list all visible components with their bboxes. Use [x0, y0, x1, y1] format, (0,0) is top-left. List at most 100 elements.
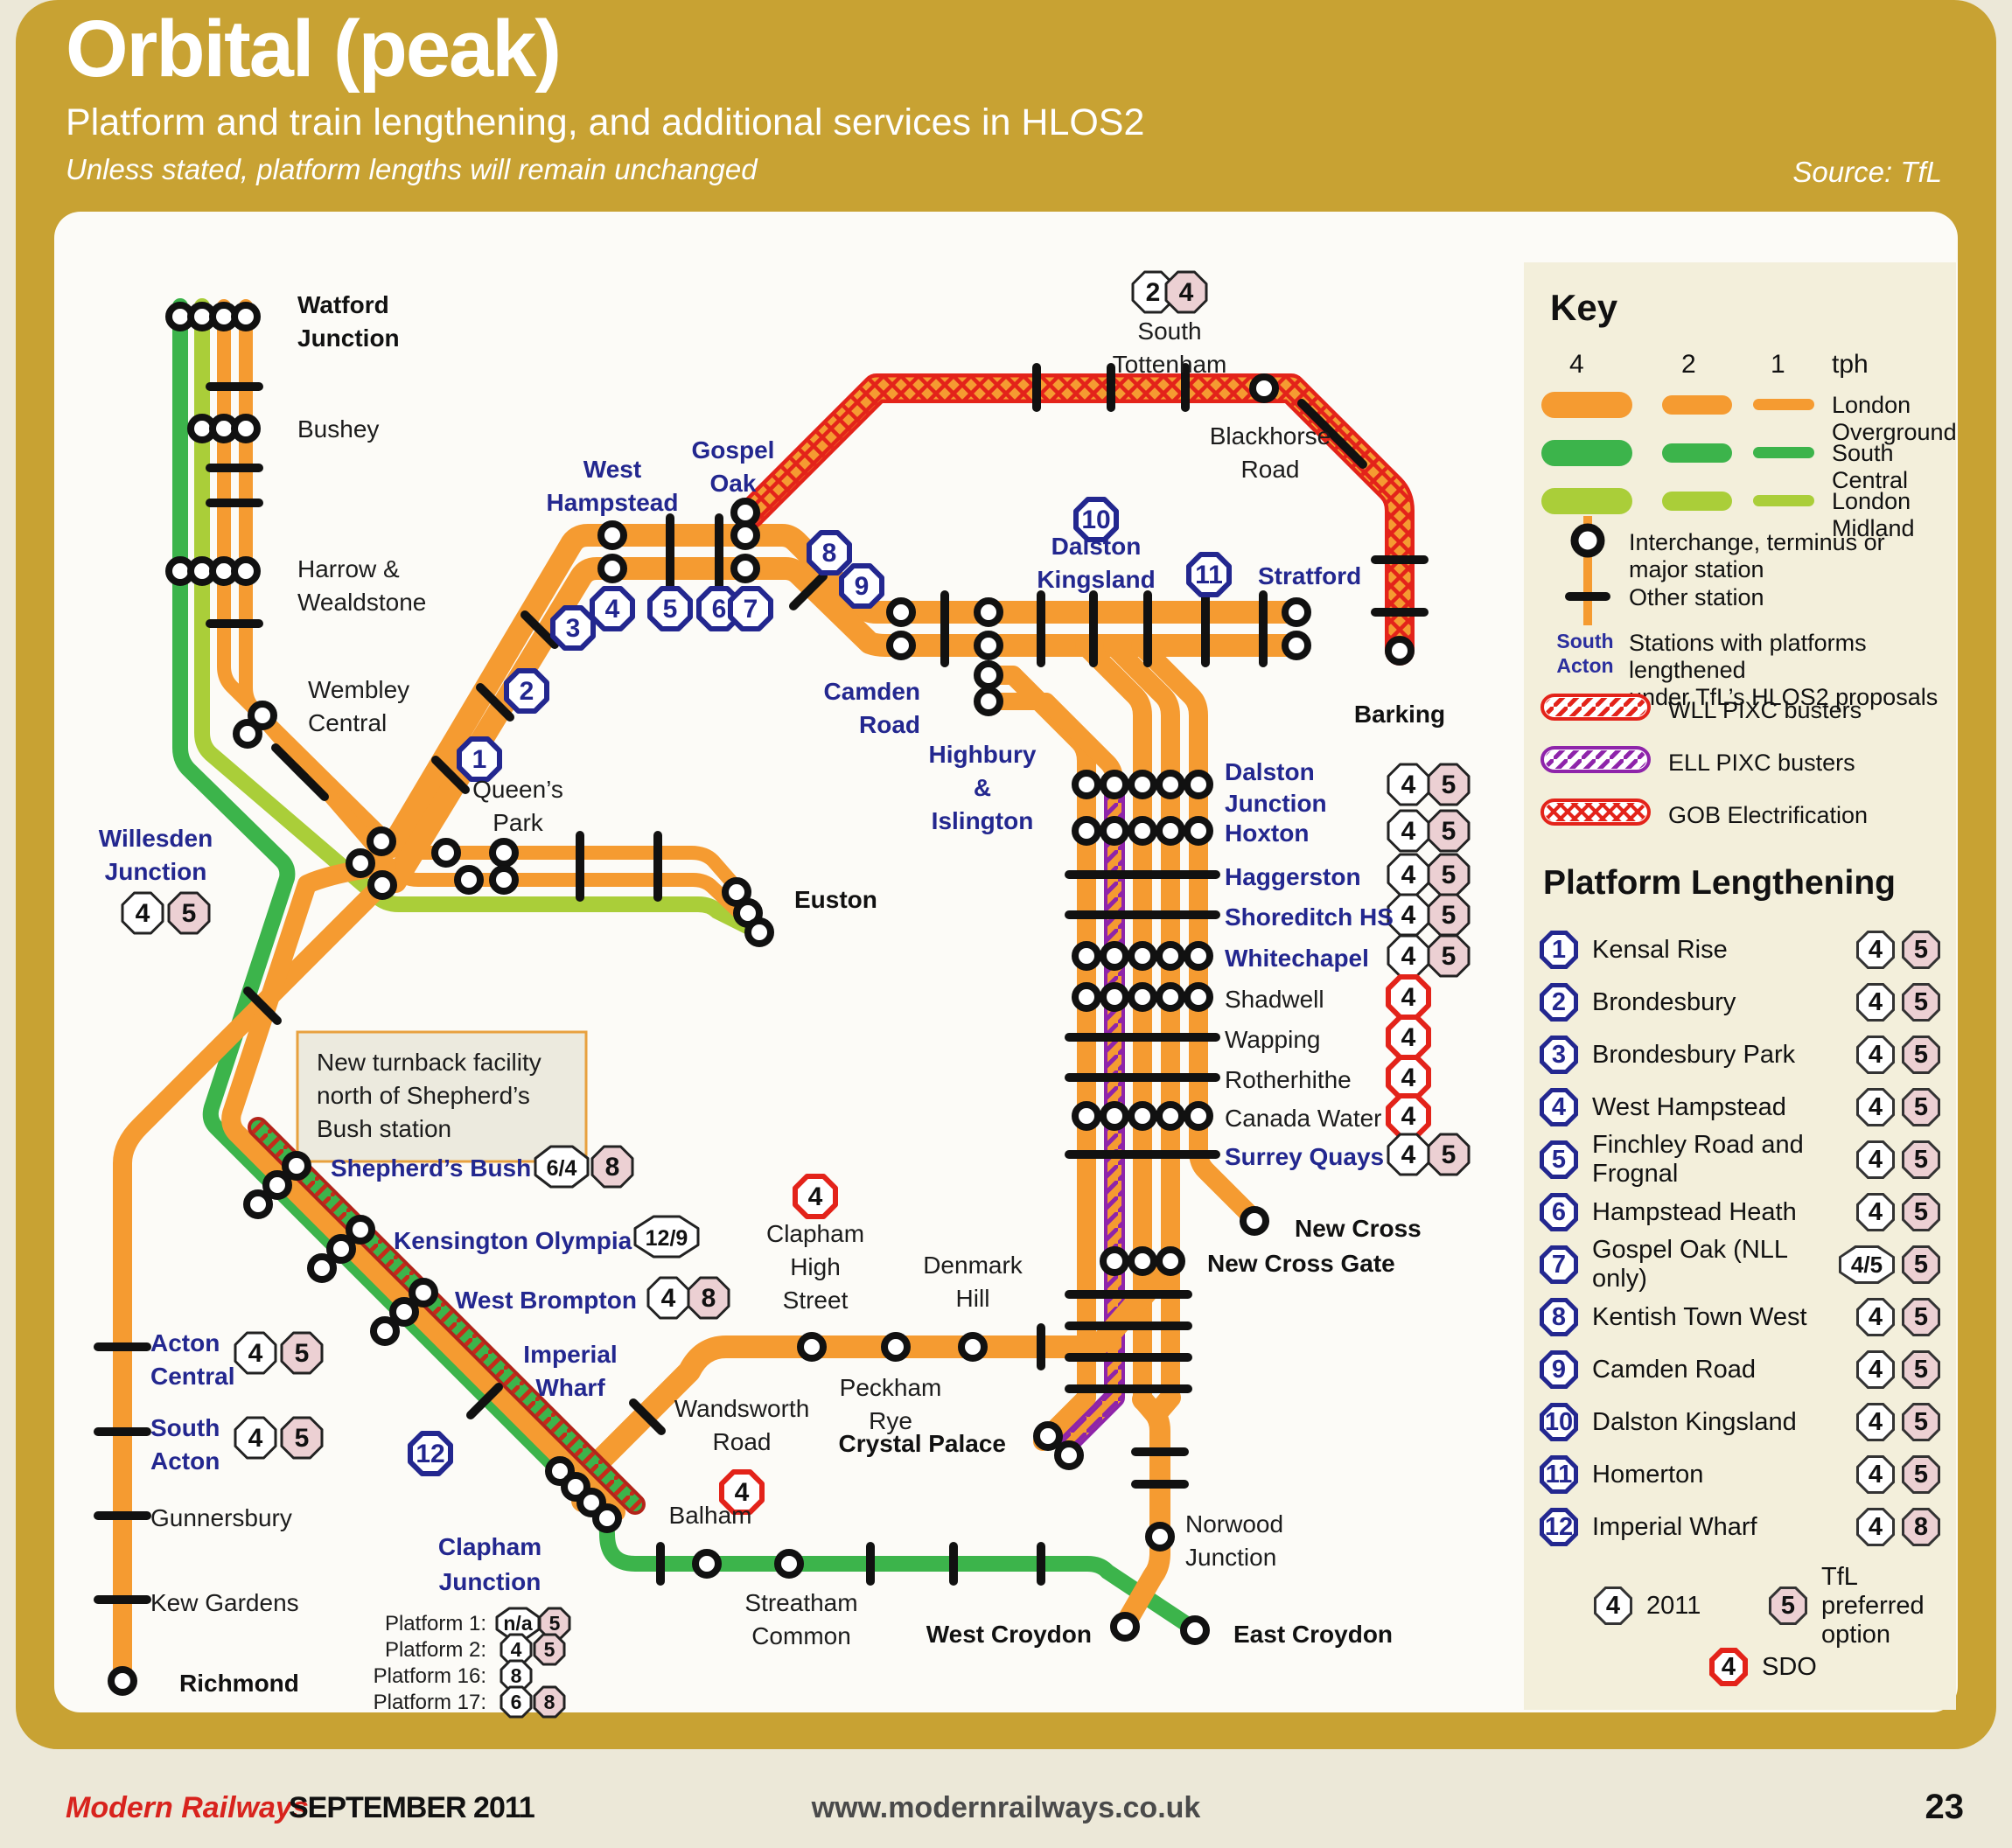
key-cap-1tph: [1753, 447, 1814, 458]
badge-7: 7: [1540, 1245, 1578, 1284]
badge-4: 4: [1856, 931, 1895, 969]
key-cap-4tph: [1541, 488, 1632, 514]
pl-legend-row1: 4 2011 5 TfL preferred option: [1594, 1563, 1944, 1649]
badge-3: 3: [1540, 1036, 1578, 1074]
badge-4: 4: [1856, 1455, 1895, 1494]
wll-pixc-icon: [1540, 694, 1651, 721]
legend-pref: TfL preferred option: [1821, 1562, 1925, 1649]
ell-pixc-label: ELL PIXC busters: [1668, 750, 1855, 776]
badge-12: 12: [1540, 1508, 1578, 1546]
badge-4: 4: [1856, 1508, 1895, 1546]
badge-4: 4: [1856, 1350, 1895, 1389]
badge-4/5: 4/5: [1839, 1245, 1895, 1284]
key-cap-2tph: [1662, 443, 1732, 463]
pl-legend-row2: 4 SDO: [1709, 1642, 1884, 1691]
pl-name: Finchley Road and Frognal: [1592, 1131, 1804, 1188]
badge-9: 9: [1540, 1350, 1578, 1389]
badge-8: 8: [1902, 1508, 1940, 1546]
lengthened-sample-line1: South: [1556, 630, 1614, 652]
ell-pixc-icon: [1540, 746, 1651, 773]
badge-5: 5: [1902, 1245, 1940, 1284]
station-symbols-icon: [1565, 516, 1610, 625]
badge-4: 4: [1709, 1648, 1748, 1686]
badge-5: 5: [1902, 1403, 1940, 1441]
badge-4: 4: [1540, 1088, 1578, 1126]
legend-2011: 2011: [1646, 1591, 1701, 1620]
badge-1: 1: [1540, 931, 1578, 969]
legend-sdo: SDO: [1762, 1652, 1817, 1681]
other-station-label: Other station: [1629, 584, 1764, 610]
badge-4: 4: [1856, 1036, 1895, 1074]
badge-4: 4: [1594, 1586, 1632, 1625]
pl-name: Hampstead Heath: [1592, 1197, 1797, 1226]
badge-4: 4: [1856, 1140, 1895, 1179]
key-cap-4tph: [1541, 392, 1632, 418]
pl-name: Kensal Rise: [1592, 935, 1728, 964]
badge-10: 10: [1540, 1403, 1578, 1441]
tph-col-2: 2: [1681, 350, 1696, 379]
page-subtitle: Platform and train lengthening, and addi…: [66, 101, 1145, 143]
key-cap-1tph: [1753, 495, 1814, 506]
badge-5: 5: [1902, 1350, 1940, 1389]
badge-5: 5: [1902, 1193, 1940, 1231]
key-line-label: South Central: [1832, 440, 1909, 494]
pl-name: West Hampstead: [1592, 1092, 1786, 1121]
badge-4: 4: [1856, 1088, 1895, 1126]
interchange-icon: [1570, 523, 1605, 558]
lengthened-text-line1: Stations with platforms lengthened: [1629, 630, 1867, 684]
badge-4: 4: [1856, 1298, 1895, 1336]
page-note: Unless stated, platform lengths will rem…: [66, 153, 758, 185]
key-cap-2tph: [1662, 492, 1732, 511]
lengthened-sample: South Acton: [1541, 630, 1629, 678]
badge-4: 4: [1856, 1403, 1895, 1441]
key-line-label: London Overground: [1832, 392, 1957, 446]
key-heading: Key: [1550, 287, 1618, 328]
lengthened-text: Stations with platforms lengthened under…: [1629, 630, 1953, 711]
badge-5: 5: [1902, 1140, 1940, 1179]
badge-5: 5: [1540, 1140, 1578, 1179]
pl-name: Brondesbury: [1592, 987, 1736, 1016]
badge-5: 5: [1902, 983, 1940, 1022]
badge-11: 11: [1540, 1455, 1578, 1494]
tph-col-label: tph: [1832, 350, 1869, 379]
page-title: Orbital (peak): [66, 4, 562, 94]
badge-2: 2: [1540, 983, 1578, 1022]
footer-date: SEPTEMBER 2011: [289, 1791, 535, 1824]
gob-elec-icon: [1540, 798, 1651, 826]
badge-4: 4: [1856, 983, 1895, 1022]
interchange-label: Interchange, terminus or major station: [1629, 529, 1885, 583]
pl-name: Homerton: [1592, 1460, 1704, 1489]
key-cap-1tph: [1753, 399, 1814, 410]
source-credit: Source: TfL: [1792, 156, 1942, 188]
key-panel: Key 4 2 1 tph London Overground South Ce…: [1524, 262, 1957, 1710]
pl-name: Imperial Wharf: [1592, 1512, 1757, 1541]
pl-name: Kentish Town West: [1592, 1302, 1807, 1331]
badge-5: 5: [1902, 1036, 1940, 1074]
badge-5: 5: [1902, 931, 1940, 969]
badge-8: 8: [1540, 1298, 1578, 1336]
badge-5: 5: [1902, 1088, 1940, 1126]
lengthened-text-line2: under TfL’s HLOS2 proposals: [1629, 684, 1939, 711]
footer-url: www.modernrailways.co.uk: [811, 1791, 1201, 1824]
tph-col-1: 1: [1771, 350, 1785, 379]
key-cap-4tph: [1541, 440, 1632, 466]
badge-5: 5: [1769, 1586, 1807, 1625]
badge-5: 5: [1902, 1455, 1940, 1494]
magazine-name: Modern Railways: [66, 1791, 309, 1824]
tph-col-4: 4: [1569, 350, 1584, 379]
pl-name: Brondesbury Park: [1592, 1040, 1796, 1069]
pl-heading: Platform Lengthening: [1543, 864, 1896, 902]
